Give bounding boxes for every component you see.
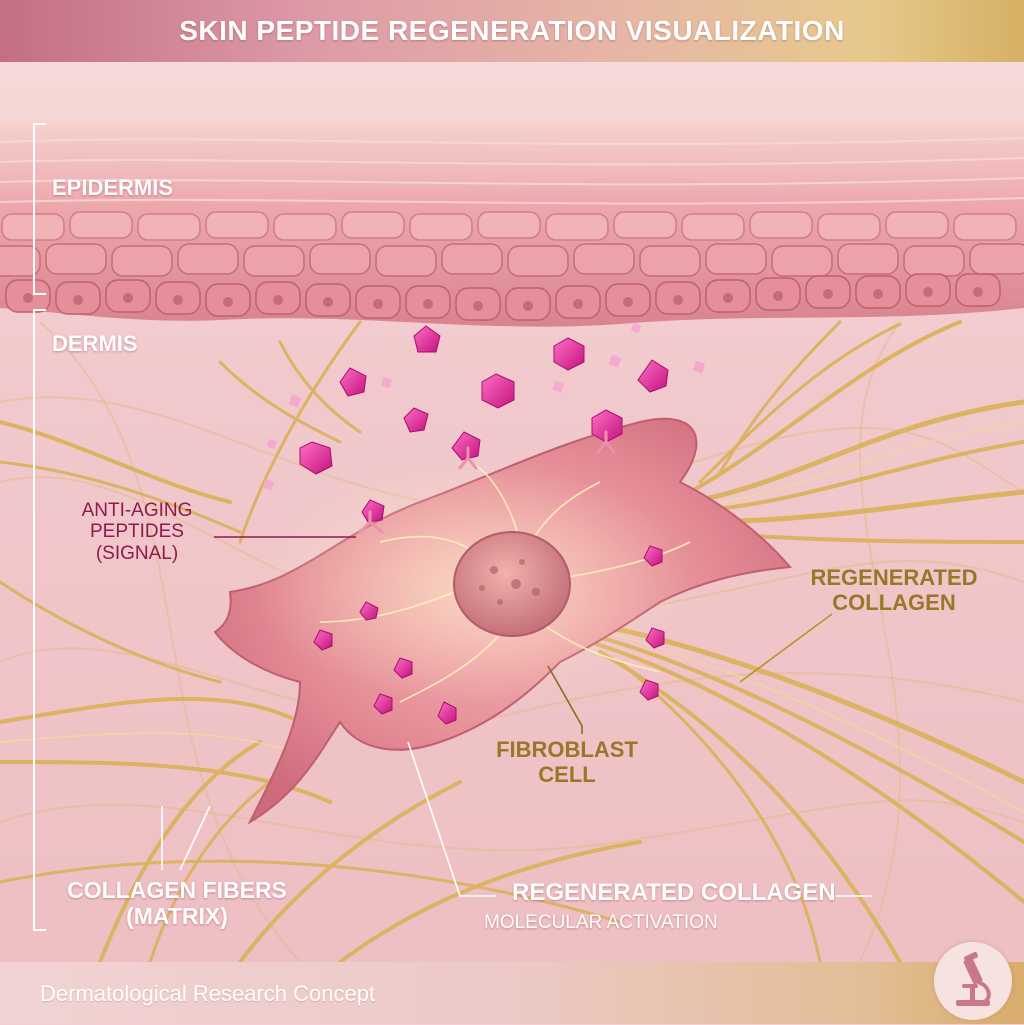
fibroblast-cell	[213, 417, 793, 825]
label-anti-aging-peptides: ANTI-AGING PEPTIDES (SIGNAL)	[81, 500, 193, 564]
label-collagen-fibers: COLLAGEN FIBERS (MATRIX)	[67, 877, 287, 929]
receptors	[358, 430, 616, 534]
collagen-fibers	[0, 320, 1024, 962]
microscope-icon	[934, 942, 1012, 1020]
footer-caption: Dermatological Research Concept	[40, 981, 376, 1006]
page-title: SKIN PEPTIDE REGENERATION VISUALIZATION	[179, 15, 845, 46]
label-regenerated-collagen-bottom: REGENERATED COLLAGEN	[512, 879, 836, 906]
peptides	[299, 325, 669, 725]
epidermis-layer	[0, 120, 1024, 327]
pointer-lines	[161, 536, 872, 897]
layer-brackets	[33, 123, 46, 931]
skin-diagram	[0, 62, 1024, 962]
label-fibroblast-cell: FIBROBLAST CELL	[496, 737, 638, 787]
label-molecular-activation: MOLECULAR ACTIVATION	[484, 912, 718, 933]
label-dermis: DERMIS	[52, 331, 138, 356]
header-bar: SKIN PEPTIDE REGENERATION VISUALIZATION	[0, 0, 1024, 62]
footer-bar: Dermatological Research Concept	[0, 942, 1024, 1024]
label-regenerated-collagen-right: REGENERATED COLLAGEN	[810, 565, 978, 615]
label-epidermis: EPIDERMIS	[52, 175, 174, 200]
